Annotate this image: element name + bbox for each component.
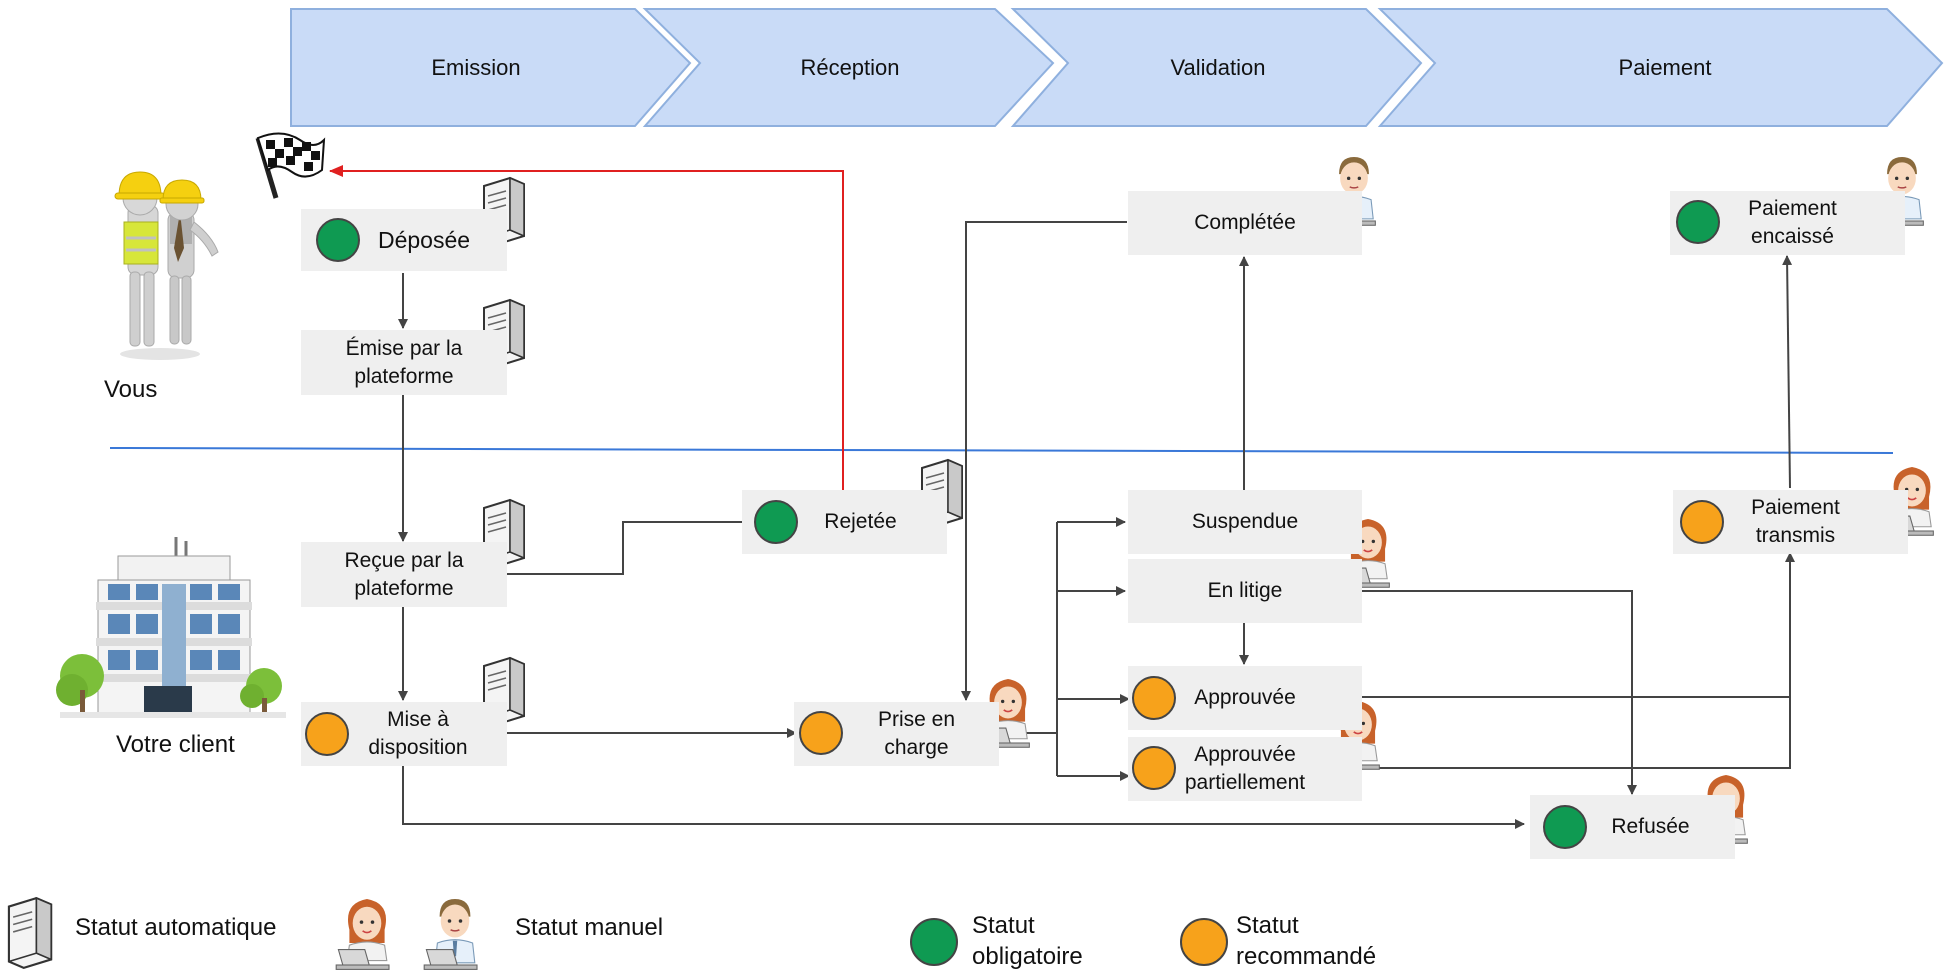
status-node-recue: Reçue par la plateforme xyxy=(301,542,507,607)
status-label: Refusée xyxy=(1611,815,1690,838)
arrow-approuvee-to-transmis xyxy=(1362,552,1795,698)
construction-workers-icon xyxy=(114,171,219,360)
status-label: En litige xyxy=(1207,579,1283,602)
status-label-line2: plateforme xyxy=(354,364,454,388)
status-label-line2: transmis xyxy=(1755,524,1836,547)
phase-chevron-emission xyxy=(290,8,692,127)
arrow-mise-to-refusee xyxy=(402,766,1525,829)
arrow-completee-to-prise xyxy=(961,221,1127,701)
arrow-recue-to-rejetee xyxy=(507,517,756,575)
status-node-suspendue: Suspendue xyxy=(1128,490,1362,554)
status-node-en-litige: En litige xyxy=(1128,559,1362,623)
phase-label-emission: Emission xyxy=(431,55,521,80)
reject-return-arrow xyxy=(329,165,844,490)
status-node-completee: Complétée xyxy=(1128,191,1362,255)
status-label-line1: Paiement xyxy=(1748,197,1837,220)
legend-recommended-dot xyxy=(1180,918,1228,966)
legend-line2: obligatoire xyxy=(972,943,1083,970)
arrow-transmis-to-encaisse xyxy=(1782,255,1793,489)
status-label-line1: Approuvée xyxy=(1194,743,1296,766)
status-label: Rejetée xyxy=(824,510,897,533)
legend-obligatory-dot xyxy=(910,918,958,966)
status-label: Approuvée xyxy=(1194,686,1296,709)
woman-at-laptop-icon xyxy=(335,898,390,971)
obligatory-status-dot xyxy=(754,500,798,544)
checkered-flag-icon xyxy=(255,132,326,199)
phase-label-reception: Réception xyxy=(800,55,900,80)
status-label-line2: charge xyxy=(884,736,949,759)
connector-arrows xyxy=(398,221,1795,829)
legend-obligatory-status: Statut obligatoire xyxy=(972,910,1083,972)
actor-separator-line xyxy=(109,447,1894,454)
arrow-litige-to-refusee xyxy=(1362,590,1637,795)
arrow-partielle-to-transmis xyxy=(1362,697,1791,769)
legend-recommended-status: Statut recommandé xyxy=(1236,910,1376,972)
phase-label-paiement: Paiement xyxy=(1618,55,1712,80)
status-label: Complétée xyxy=(1194,211,1296,234)
status-label-line1: Émise par la xyxy=(345,336,463,360)
status-label-line2: encaissé xyxy=(1751,225,1834,248)
phase-chevron-validation xyxy=(1010,8,1423,127)
legend-automatic-status: Statut automatique xyxy=(75,914,277,941)
recommended-status-dot xyxy=(305,712,349,756)
phase-chevron-reception xyxy=(642,8,1055,127)
obligatory-status-dot xyxy=(1676,200,1720,244)
status-label-line1: Prise en xyxy=(877,708,956,731)
status-label-line1: Mise à xyxy=(387,708,449,731)
obligatory-status-dot xyxy=(1543,805,1587,849)
status-label-line2: disposition xyxy=(368,736,468,759)
legend-line2: recommandé xyxy=(1236,943,1377,970)
man-at-laptop-icon xyxy=(423,898,478,971)
recommended-status-dot xyxy=(799,711,843,755)
phase-label-validation: Validation xyxy=(1170,55,1266,80)
status-node-emise: Émise par la plateforme xyxy=(301,330,507,395)
status-label-line2: partiellement xyxy=(1184,771,1306,794)
legend-manual-status: Statut manuel xyxy=(515,914,664,941)
legend-line1: Statut xyxy=(972,912,1035,939)
server-icon xyxy=(7,897,53,969)
obligatory-status-dot xyxy=(316,218,360,262)
recommended-status-dot xyxy=(1132,746,1176,790)
phase-chevron-paiement xyxy=(1377,8,1944,127)
recommended-status-dot xyxy=(1132,676,1176,720)
status-label-line2: plateforme xyxy=(354,576,454,600)
status-label: Déposée xyxy=(377,227,471,253)
status-label-line1: Reçue par la xyxy=(344,548,464,572)
actor-label-client: Votre client xyxy=(116,731,235,758)
office-building-icon xyxy=(56,537,286,718)
status-label-line1: Paiement xyxy=(1751,496,1840,519)
legend-line1: Statut xyxy=(1236,912,1299,939)
actor-label-vous: Vous xyxy=(104,376,158,403)
status-label: Suspendue xyxy=(1191,510,1299,533)
recommended-status-dot xyxy=(1680,500,1724,544)
